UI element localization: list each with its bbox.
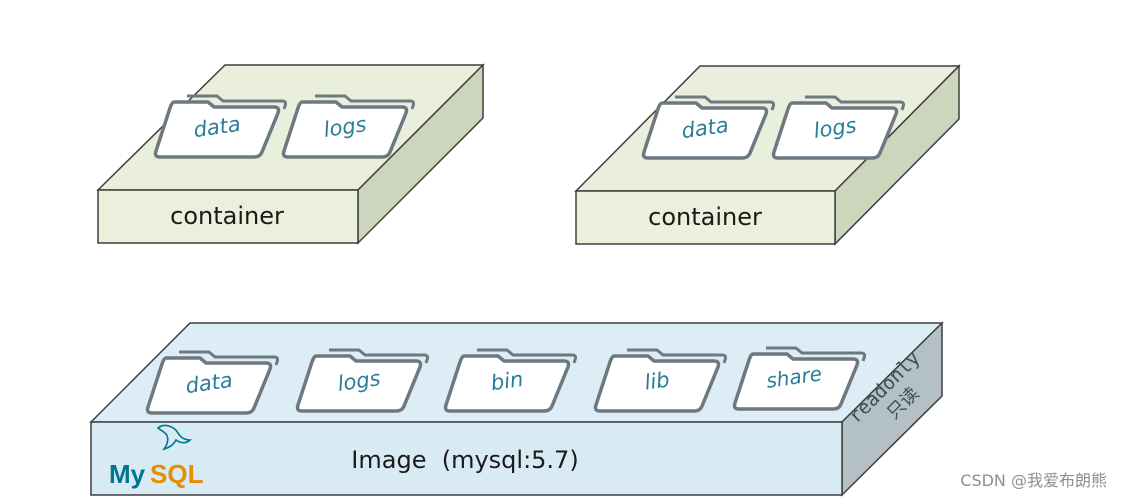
image-label: Image (mysql:5.7): [351, 446, 578, 474]
folder-icon: lib: [593, 348, 728, 413]
mysql-logo: My SQL: [109, 424, 204, 489]
container-2-front: [575, 190, 836, 245]
folder-icon: data: [641, 95, 776, 160]
container-2-label: container: [648, 203, 762, 231]
image-front: [90, 421, 843, 496]
folder-icon: share: [732, 346, 867, 411]
folder-label: logs: [322, 112, 368, 142]
mysql-logo-sql: SQL: [150, 459, 204, 489]
folder-label: logs: [812, 113, 858, 143]
mysql-logo-my: My: [109, 459, 146, 489]
dolphin-icon: [156, 424, 192, 451]
folder-label: bin: [489, 367, 525, 395]
folder-icon: data: [145, 350, 280, 415]
folder-icon: bin: [443, 348, 578, 413]
folder-icon: data: [153, 94, 288, 159]
container-box-2: data logs container: [574, 64, 961, 246]
container-1-front: [97, 189, 359, 244]
folder-label: lib: [643, 367, 671, 394]
folder-label: logs: [336, 366, 382, 396]
image-layer-box: data logs bin lib share Image (mysql:5.7…: [89, 321, 944, 497]
folder-icon: logs: [771, 95, 906, 160]
container-box-1: data logs container: [96, 63, 485, 245]
folder-icon: logs: [295, 348, 430, 413]
container-1-label: container: [170, 202, 284, 230]
folder-icon: logs: [281, 94, 416, 159]
watermark-text: CSDN @我爱布朗熊: [960, 471, 1107, 490]
